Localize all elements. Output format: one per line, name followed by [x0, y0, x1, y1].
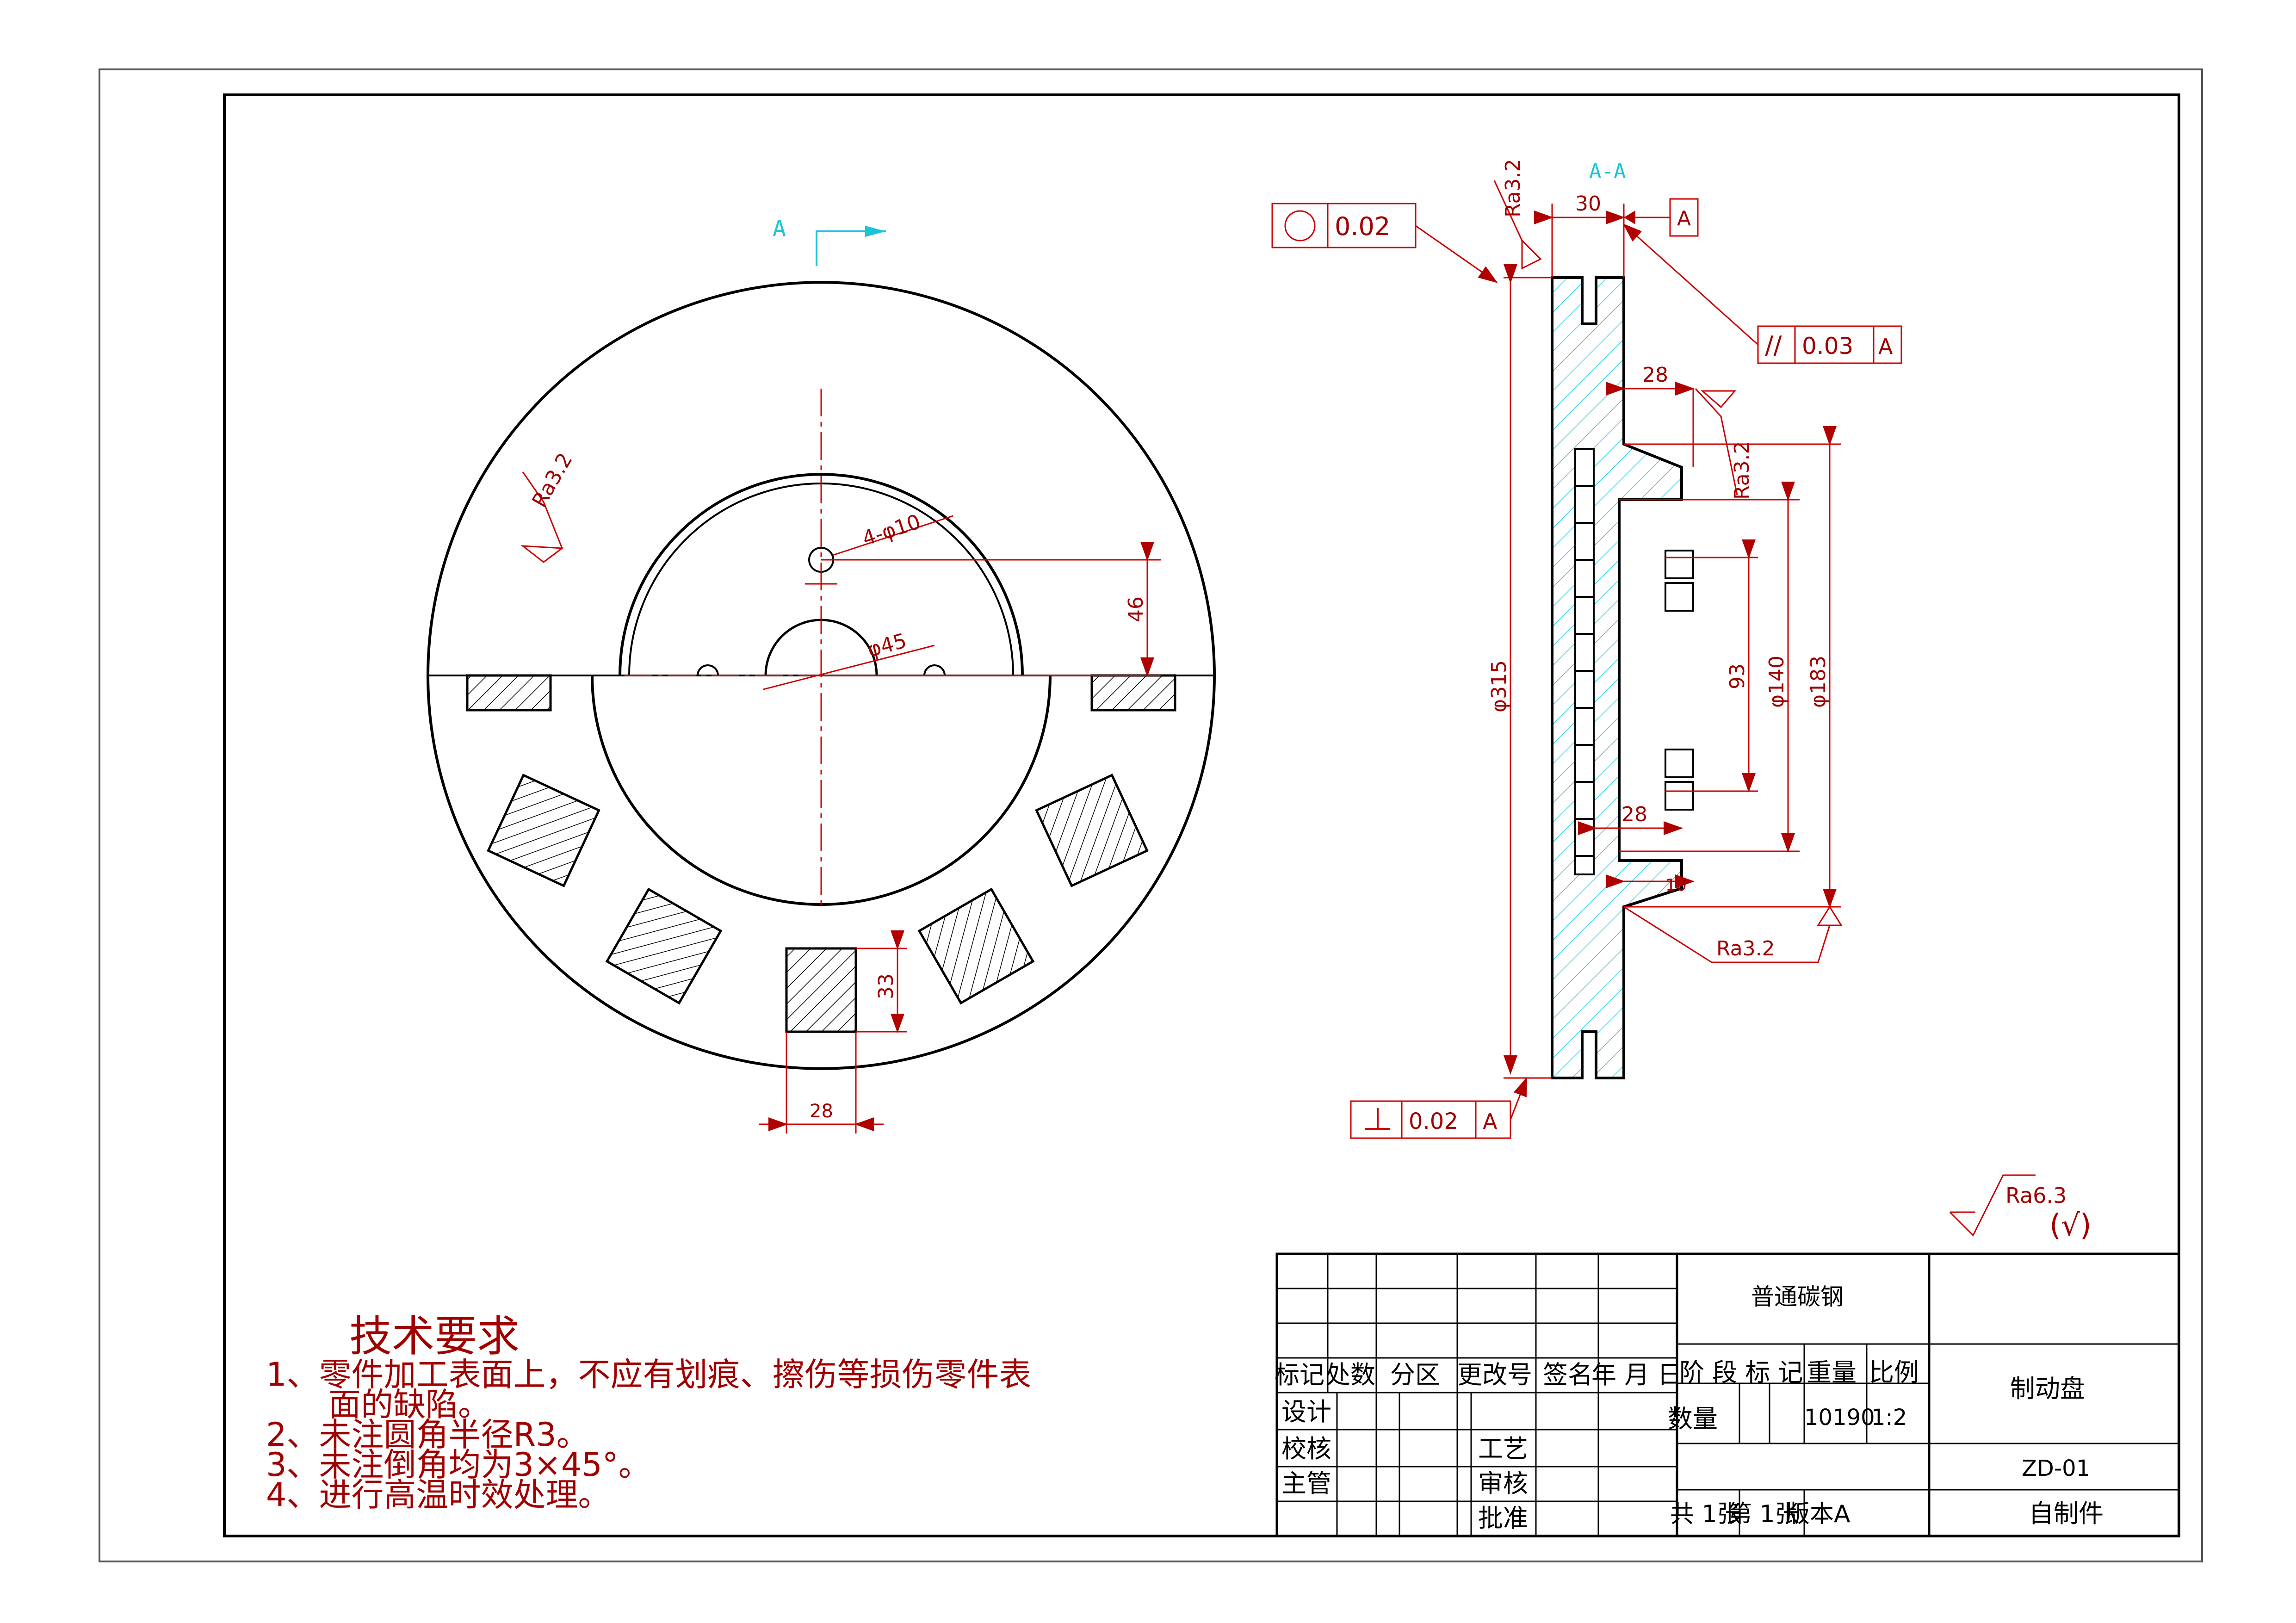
hub-outline: [619, 473, 1024, 676]
mid-review: 审核: [1478, 1469, 1528, 1498]
datum-a-top: A: [1677, 207, 1691, 230]
dim-hub-28-mid: 28: [1621, 803, 1647, 826]
sheet-total: 共 1张: [1670, 1500, 1741, 1528]
section-view: A-A 30: [1271, 159, 1902, 1139]
section-title: A-A: [1589, 160, 1626, 183]
tech-item-4: 4、进行高温时效处理。: [266, 1476, 611, 1514]
section-body: [1551, 276, 1683, 1079]
general-roughness: Ra6.3 (√): [1949, 1174, 2092, 1243]
sheet-index: 第 1张: [1728, 1500, 1799, 1528]
tech-requirements: 技术要求 1、零件加工表面上，不应有划痕、擦伤等损伤零件表 面的缺陷。 2、未注…: [266, 1312, 1032, 1514]
mid-approve: 批准: [1478, 1504, 1528, 1533]
general-roughness-value: Ra6.3: [2005, 1183, 2067, 1208]
roughness-front: Ra3.2: [527, 449, 577, 511]
roundness-value: 0.02: [1335, 212, 1390, 241]
dim-33: 33: [874, 973, 898, 999]
stage-header: 阶 段 标 记: [1679, 1358, 1803, 1387]
dim-hub-28-top: 28: [1642, 363, 1668, 387]
datum-a-perp: A: [1483, 1109, 1498, 1134]
perpendicularity-value: 0.02: [1409, 1109, 1458, 1134]
front-view: A 46 4-φ1: [427, 216, 1216, 1134]
header-count: 处数: [1325, 1360, 1375, 1389]
roughness-lower: Ra3.2: [1716, 937, 1775, 960]
datum-box: [1669, 198, 1699, 237]
cooling-slot: [785, 947, 857, 1033]
mid-process: 工艺: [1478, 1434, 1528, 1463]
source-label: 自制件: [2029, 1499, 2104, 1528]
weight-header: 重量: [1807, 1358, 1857, 1387]
title-block-text: 普通碳钢 制动盘 ZD-01 自制件 标记 处数 分区 更改号 签名 年 月 日…: [1275, 1283, 2104, 1533]
roundness-frame: [1271, 203, 1417, 248]
dim-46: 46: [1124, 596, 1148, 622]
title-block: [1275, 1252, 2180, 1537]
inner-frame: [223, 93, 2180, 1537]
header-sign: 签名: [1543, 1360, 1593, 1389]
dim-28: 28: [810, 1101, 833, 1122]
row-check: 校核: [1281, 1434, 1331, 1463]
scale-header: 比例: [1869, 1358, 1919, 1387]
header-mark: 标记: [1275, 1360, 1324, 1389]
drawing-number: ZD-01: [2022, 1456, 2090, 1481]
svg-text://: //: [1765, 331, 1782, 360]
outer-border: [99, 68, 2203, 1562]
dim-315: φ315: [1487, 660, 1511, 712]
dim-holes: 4-φ10: [860, 510, 923, 551]
roughness-top: Ra3.2: [1501, 159, 1525, 217]
quantity-label: 数量: [1668, 1404, 1718, 1433]
cooling-slot: [466, 674, 552, 712]
cooling-slot: [605, 887, 723, 1005]
header-change: 更改号: [1457, 1360, 1532, 1389]
cooling-slot: [917, 887, 1035, 1005]
dim-183: φ183: [1807, 656, 1830, 708]
version: 版本A: [1786, 1500, 1850, 1528]
cooling-slot: [1090, 674, 1176, 712]
disc-outline: [427, 281, 1216, 676]
row-manager: 主管: [1281, 1469, 1331, 1498]
tech-item-1: 1、零件加工表面上，不应有划痕、擦伤等损伤零件表: [266, 1356, 1032, 1394]
tech-title: 技术要求: [349, 1312, 520, 1361]
dim-30: 30: [1575, 192, 1601, 216]
cooling-slot: [487, 774, 600, 887]
tech-item-2: 2、未注圆角半径R3。: [266, 1416, 589, 1454]
dim-93: 93: [1726, 663, 1749, 689]
dim-10: 10: [1665, 876, 1687, 895]
dim-bore: φ45: [865, 629, 909, 662]
scale-value: 1:2: [1871, 1405, 1907, 1431]
row-design: 设计: [1281, 1397, 1331, 1426]
dim-140: φ140: [1765, 656, 1789, 708]
cooling-slot: [1035, 774, 1149, 887]
material-label: 普通碳钢: [1751, 1283, 1844, 1310]
general-roughness-note: (√): [2049, 1208, 2092, 1243]
section-mark-a: A: [773, 216, 786, 242]
weight-value: 10190: [1804, 1405, 1875, 1431]
roughness-hub: Ra3.2: [1730, 441, 1754, 500]
tech-item-1b: 面的缺陷。: [328, 1386, 490, 1424]
header-date: 年 月 日: [1591, 1360, 1682, 1389]
part-name: 制动盘: [2010, 1374, 2085, 1403]
datum-a-parallel: A: [1878, 334, 1893, 359]
header-zone: 分区: [1390, 1360, 1440, 1389]
parallelism-value: 0.03: [1802, 333, 1853, 359]
tech-item-3: 3、未注倒角均为3×45°。: [266, 1446, 651, 1484]
section-arrow: [816, 230, 886, 266]
